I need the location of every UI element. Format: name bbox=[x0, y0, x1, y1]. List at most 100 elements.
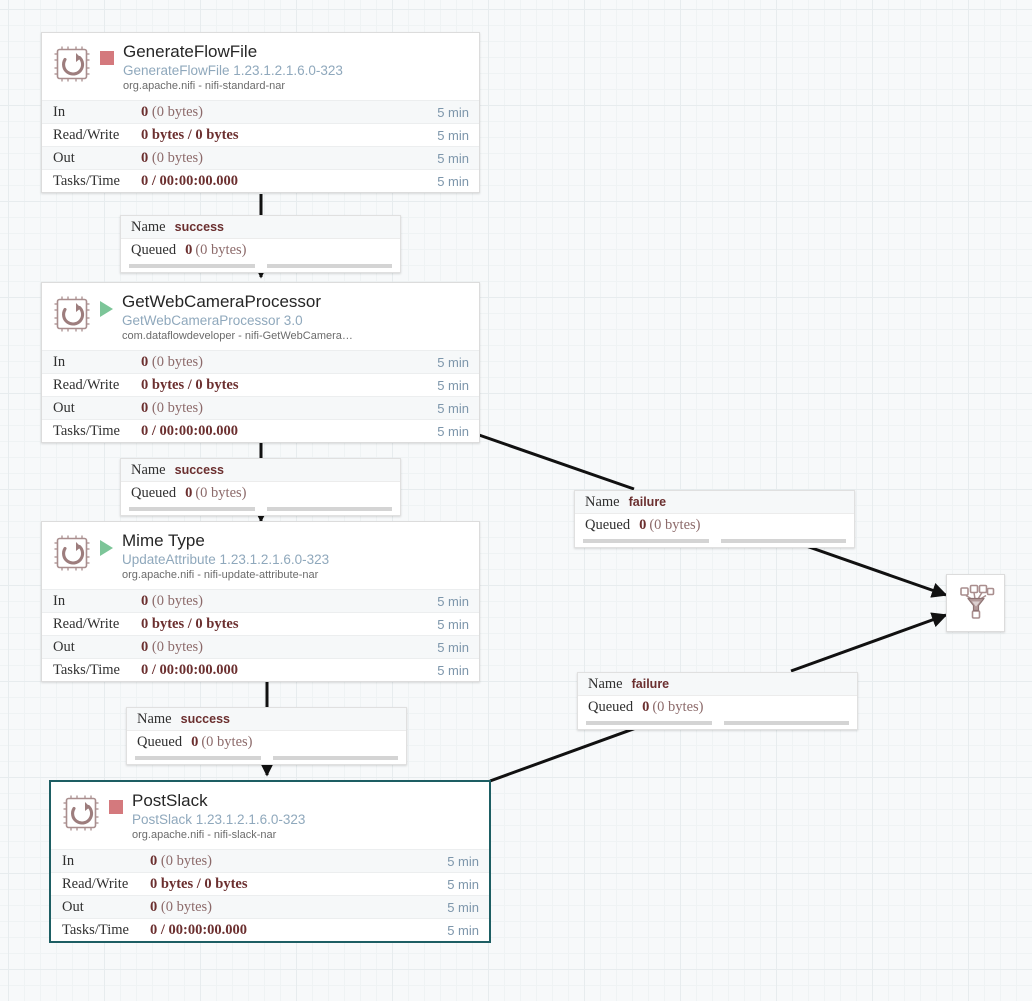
connection-queued-bytes: (0 bytes) bbox=[195, 485, 247, 501]
processor-chip-icon bbox=[52, 533, 92, 573]
connection-bar-size bbox=[720, 538, 846, 543]
connection-queued-count: 0 bbox=[191, 734, 199, 750]
stat-in-count: 0 bbox=[141, 103, 149, 120]
stat-label-in: In bbox=[62, 852, 75, 869]
stat-in-bytes: (0 bytes) bbox=[151, 103, 204, 120]
processor-chip-icon bbox=[52, 44, 92, 84]
connection-bars bbox=[578, 719, 857, 729]
processor-bundle: org.apache.nifi - nifi-slack-nar bbox=[132, 829, 277, 841]
stat-value-taskstime: 0 / 00:00:00.000 bbox=[141, 173, 437, 190]
stat-label-out: Out bbox=[53, 399, 75, 416]
connection-bar-size bbox=[272, 755, 398, 760]
connection-queued-label: Queued bbox=[131, 485, 177, 501]
stat-time-readwrite: 5 min bbox=[437, 127, 469, 143]
stat-time-taskstime: 5 min bbox=[437, 173, 469, 189]
stat-row-in: In 0 (0 bytes) 5 min bbox=[42, 100, 479, 123]
stat-row-readwrite: Read/Write 0 bytes / 0 bytes 5 min bbox=[51, 872, 489, 895]
connection-name-label: Name bbox=[131, 461, 166, 478]
stat-label-out: Out bbox=[53, 638, 75, 655]
connection-label-failure-1[interactable]: Name failure Queued 0 (0 bytes) bbox=[574, 490, 855, 548]
processor-name: GetWebCameraProcessor bbox=[122, 292, 322, 311]
stat-row-out: Out 0 (0 bytes) 5 min bbox=[42, 146, 479, 169]
stat-readwrite-value: 0 bytes / 0 bytes bbox=[141, 126, 239, 143]
processor-type: PostSlack 1.23.1.2.1.6.0-323 bbox=[132, 812, 306, 827]
stat-label-out: Out bbox=[53, 149, 75, 166]
stat-time-readwrite: 5 min bbox=[437, 377, 469, 393]
connection-queued-count: 0 bbox=[185, 242, 193, 258]
stat-row-readwrite: Read/Write 0 bytes / 0 bytes 5 min bbox=[42, 123, 479, 146]
stat-time-out: 5 min bbox=[437, 400, 469, 416]
connection-bars bbox=[575, 537, 854, 547]
stat-readwrite-value: 0 bytes / 0 bytes bbox=[150, 875, 248, 892]
connection-queued-label: Queued bbox=[585, 517, 631, 533]
stat-in-bytes: (0 bytes) bbox=[151, 353, 204, 370]
processor-postslack[interactable]: PostSlack PostSlack 1.23.1.2.1.6.0-323 o… bbox=[49, 780, 491, 943]
stat-value-in: 0 (0 bytes) bbox=[141, 104, 437, 121]
processor-name: Mime Type bbox=[122, 531, 205, 550]
processor-chip-icon bbox=[61, 793, 101, 833]
run-status-running-icon[interactable] bbox=[100, 540, 113, 556]
connection-bar-size bbox=[266, 263, 392, 268]
connection-queued-row: Queued 0 (0 bytes) bbox=[127, 731, 406, 754]
stat-value-out: 0 (0 bytes) bbox=[150, 899, 447, 916]
connection-bar-count bbox=[135, 755, 261, 760]
stat-label-taskstime: Tasks/Time bbox=[53, 661, 120, 678]
stat-time-readwrite: 5 min bbox=[437, 616, 469, 632]
stat-taskstime-value: 0 / 00:00:00.000 bbox=[141, 422, 239, 439]
stat-label-taskstime: Tasks/Time bbox=[62, 921, 129, 938]
stat-out-bytes: (0 bytes) bbox=[151, 638, 204, 655]
connection-bar-count bbox=[129, 506, 255, 511]
stat-value-readwrite: 0 bytes / 0 bytes bbox=[141, 377, 437, 394]
connection-queued-label: Queued bbox=[588, 699, 634, 715]
stat-out-count: 0 bbox=[141, 399, 149, 416]
connection-name-label: Name bbox=[585, 493, 620, 510]
connection-name-row: Name success bbox=[121, 459, 400, 482]
processor-bundle: org.apache.nifi - nifi-update-attribute-… bbox=[122, 569, 319, 581]
connection-name-value: success bbox=[180, 712, 230, 726]
stat-label-taskstime: Tasks/Time bbox=[53, 172, 120, 189]
stat-time-in: 5 min bbox=[447, 853, 479, 869]
connection-label-success-3[interactable]: Name success Queued 0 (0 bytes) bbox=[126, 707, 407, 765]
processor-header: PostSlack PostSlack 1.23.1.2.1.6.0-323 o… bbox=[51, 782, 489, 849]
connection-label-failure-2[interactable]: Name failure Queued 0 (0 bytes) bbox=[577, 672, 858, 730]
connection-name-value: failure bbox=[631, 677, 670, 691]
connection-label-success-2[interactable]: Name success Queued 0 (0 bytes) bbox=[120, 458, 401, 516]
connection-bar-count bbox=[583, 538, 709, 543]
processor-header: Mime Type UpdateAttribute 1.23.1.2.1.6.0… bbox=[42, 522, 479, 589]
run-status-running-icon[interactable] bbox=[100, 301, 113, 317]
processor-getwebcameraprocessor[interactable]: GetWebCameraProcessor GetWebCameraProces… bbox=[41, 282, 480, 443]
processor-header: GenerateFlowFile GenerateFlowFile 1.23.1… bbox=[42, 33, 479, 100]
connection-queued-count: 0 bbox=[639, 517, 647, 533]
run-status-stopped-icon[interactable] bbox=[100, 51, 114, 65]
processor-chip-icon bbox=[52, 294, 92, 334]
connection-name-value: success bbox=[174, 220, 224, 234]
connection-bars bbox=[121, 262, 400, 272]
stat-row-taskstime: Tasks/Time 0 / 00:00:00.000 5 min bbox=[42, 419, 479, 442]
stat-value-taskstime: 0 / 00:00:00.000 bbox=[150, 922, 447, 939]
stat-row-out: Out 0 (0 bytes) 5 min bbox=[51, 895, 489, 918]
connection-queued-bytes: (0 bytes) bbox=[201, 734, 253, 750]
run-status-stopped-icon[interactable] bbox=[109, 800, 123, 814]
connection-bars bbox=[121, 505, 400, 515]
stat-out-count: 0 bbox=[150, 898, 158, 915]
connection-bar-size bbox=[723, 720, 849, 725]
stat-time-out: 5 min bbox=[447, 899, 479, 915]
processor-generateflowfile[interactable]: GenerateFlowFile GenerateFlowFile 1.23.1… bbox=[41, 32, 480, 193]
connection-label-success-1[interactable]: Name success Queued 0 (0 bytes) bbox=[120, 215, 401, 273]
stat-taskstime-value: 0 / 00:00:00.000 bbox=[150, 921, 248, 938]
stat-value-taskstime: 0 / 00:00:00.000 bbox=[141, 662, 437, 679]
stat-time-out: 5 min bbox=[437, 639, 469, 655]
stat-row-out: Out 0 (0 bytes) 5 min bbox=[42, 396, 479, 419]
funnel[interactable] bbox=[946, 574, 1005, 632]
connection-bar-size bbox=[266, 506, 392, 511]
processor-bundle: com.dataflowdeveloper - nifi-GetWebCamer… bbox=[122, 330, 353, 342]
processor-mimetype[interactable]: Mime Type UpdateAttribute 1.23.1.2.1.6.0… bbox=[41, 521, 480, 682]
stat-value-readwrite: 0 bytes / 0 bytes bbox=[141, 127, 437, 144]
stat-taskstime-value: 0 / 00:00:00.000 bbox=[141, 661, 239, 678]
stat-label-readwrite: Read/Write bbox=[53, 615, 120, 632]
stat-in-count: 0 bbox=[141, 592, 149, 609]
connection-name-value: success bbox=[174, 463, 224, 477]
stat-row-readwrite: Read/Write 0 bytes / 0 bytes 5 min bbox=[42, 373, 479, 396]
connection-name-value: failure bbox=[628, 495, 667, 509]
